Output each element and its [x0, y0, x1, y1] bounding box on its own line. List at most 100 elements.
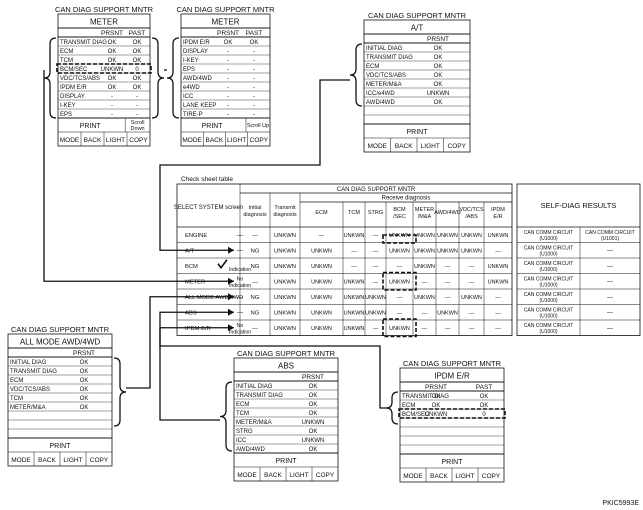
row-label: e4WD	[183, 85, 200, 91]
row-label: INITIAL DIAG	[10, 360, 47, 366]
self-diag-value: CAN COMM CIRCUIT	[585, 230, 634, 236]
row-value: 0	[135, 67, 139, 73]
screen-title: METER	[90, 18, 118, 27]
button-mode[interactable]: MODE	[237, 472, 257, 479]
print-button[interactable]: PRINT	[202, 123, 224, 130]
scroll-button[interactable]: Scroll	[131, 120, 145, 126]
row-value: OK	[133, 85, 142, 91]
button-copy[interactable]: COPY	[250, 137, 269, 144]
select-indication: —	[237, 295, 243, 301]
button-copy[interactable]: COPY	[448, 143, 467, 150]
initial-diag-value: —	[252, 233, 258, 239]
receive-diag-value: UNKWN	[414, 295, 435, 301]
self-diag-value: —	[607, 280, 613, 286]
self-diag-value: —	[607, 249, 613, 255]
button-mode[interactable]: MODE	[368, 143, 388, 150]
initial-diag-header-2: diagnosis	[243, 212, 266, 218]
button-back[interactable]: BACK	[38, 457, 56, 464]
row-value: OK	[80, 369, 89, 375]
row-value: -	[111, 112, 113, 118]
button-mode[interactable]: MODE	[403, 473, 423, 480]
column-header: PRSNT	[302, 374, 324, 381]
receive-diag-value: UNKWN	[344, 233, 365, 239]
self-diag-value-2: (U1000)	[539, 267, 557, 273]
row-value: OK	[80, 378, 89, 384]
row-value: -	[253, 49, 255, 55]
row-value: OK	[434, 73, 443, 79]
row-label: TRANSMIT DIAG	[60, 40, 107, 46]
scroll-button-line2[interactable]: Down	[131, 126, 145, 132]
button-back[interactable]: BACK	[206, 137, 224, 144]
receive-diag-value: UNKWN	[311, 311, 332, 317]
button-copy[interactable]: COPY	[90, 457, 109, 464]
column-header: PAST	[246, 30, 263, 37]
self-diag-value: —	[607, 326, 613, 332]
ipdm-arrow-icon	[228, 324, 234, 332]
button-mode[interactable]: MODE	[11, 457, 31, 464]
row-label: ECM	[10, 378, 23, 384]
select-indication: —	[237, 311, 243, 317]
print-button[interactable]: PRINT	[276, 458, 298, 465]
scroll-button[interactable]: Scroll Up	[247, 123, 269, 129]
check-table-frame	[176, 183, 513, 336]
meter2-brace-left	[166, 37, 180, 119]
row-label: LANE KEEP	[183, 103, 216, 109]
receive-diag-value: UNKWN	[437, 233, 458, 239]
can-diag-header: CAN DIAG SUPPORT MNTR	[337, 187, 416, 193]
button-light[interactable]: LIGHT	[106, 137, 125, 144]
receive-diag-value: —	[373, 249, 379, 255]
button-mode[interactable]: MODE	[60, 137, 80, 144]
button-back[interactable]: BACK	[395, 143, 413, 150]
row-value: UNKWN	[302, 420, 325, 426]
print-button[interactable]: PRINT	[407, 129, 429, 136]
row-label: INITIAL DIAG	[366, 46, 403, 52]
button-light[interactable]: LIGHT	[289, 472, 308, 479]
column-header-box	[363, 33, 471, 44]
button-mode[interactable]: MODE	[182, 137, 202, 144]
button-back[interactable]: BACK	[84, 137, 102, 144]
row-label: BCM/SEC	[60, 67, 88, 73]
receive-diag-value: —	[422, 326, 428, 332]
row-value: OK	[133, 49, 142, 55]
row-value: OK	[80, 405, 89, 411]
button-light[interactable]: LIGHT	[455, 473, 474, 480]
button-back[interactable]: BACK	[430, 473, 448, 480]
button-copy[interactable]: COPY	[129, 137, 148, 144]
row-value: -	[111, 103, 113, 109]
button-copy[interactable]: COPY	[316, 472, 335, 479]
row-label: VDC/TCS/ABS	[60, 76, 100, 82]
button-copy[interactable]: COPY	[482, 473, 501, 480]
receive-diag-value: —	[495, 311, 501, 317]
receive-sub-header: IPDM	[491, 207, 505, 213]
row-label: DISPLAY	[183, 49, 208, 55]
row-label: IPDM E/R	[183, 40, 210, 46]
row-label: EPS	[183, 67, 195, 73]
initial-diag-value: —	[252, 280, 258, 286]
print-button[interactable]: PRINT	[50, 443, 72, 450]
button-light[interactable]: LIGHT	[227, 137, 246, 144]
row-value: OK	[108, 85, 117, 91]
screen-caption: CAN DIAG SUPPORT MNTR	[237, 349, 336, 358]
button-light[interactable]: LIGHT	[63, 457, 82, 464]
print-button[interactable]: PRINT	[80, 123, 102, 130]
self-diag-frame	[516, 183, 641, 336]
row-value: -	[227, 112, 229, 118]
print-button[interactable]: PRINT	[442, 459, 464, 466]
system-name: METER	[185, 280, 205, 286]
system-name: ENGINE	[185, 233, 207, 239]
transmit-diag-value: UNKWN	[274, 280, 296, 286]
receive-diag-value: UNKWN	[389, 249, 410, 255]
row-label: TCM	[60, 58, 73, 64]
receive-diag-value: UNKWN	[365, 295, 386, 301]
receive-diag-value: —	[422, 311, 428, 317]
button-light[interactable]: LIGHT	[421, 143, 440, 150]
receive-sub-header-2: /M&A	[418, 214, 432, 220]
row-label: STRG	[236, 429, 253, 435]
self-diag-value: CAN COMM CIRCUIT	[524, 323, 573, 329]
button-back[interactable]: BACK	[264, 472, 282, 479]
highlight-cell	[382, 271, 417, 291]
